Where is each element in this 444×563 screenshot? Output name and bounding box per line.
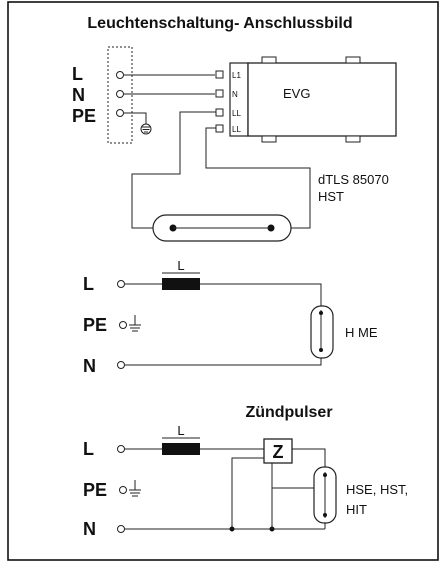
section-hme-wiring: L PE N L H ME [83,258,378,376]
terminal-label-L: L [72,64,83,84]
terminal-screw-pe [116,109,124,117]
lamp-hme [310,305,334,359]
terminal-screw-n [116,90,124,98]
lamp-label-line2: HST [318,189,344,204]
section-zuendpulser-wiring: Zündpulser L PE N L Z HSE, HST, [83,404,408,539]
terminal-block [107,46,133,144]
ground-icon [129,315,141,332]
ballast-coil [162,443,200,455]
lamp-label-line2: HIT [346,502,367,517]
evg-pin-ll-2: LL [232,125,241,134]
lamp-label: H ME [345,325,378,340]
igniter-label: Z [273,442,284,462]
diagram-title: Leuchtenschaltung- Anschlussbild [87,15,352,32]
terminal-label-L: L [83,439,94,459]
ground-icon [140,123,152,135]
terminal-label-N: N [83,356,96,376]
ballast-coil [162,278,200,290]
terminal-label-N: N [72,85,85,105]
terminal-label-N: N [83,519,96,539]
evg-pin-l1: L1 [232,71,241,80]
terminal-screw-l [116,71,124,79]
diagram-frame [7,1,439,561]
section-evg-wiring: L N PE EVG L1 N LL LL [72,46,397,242]
evg-label: EVG [283,86,310,101]
coil-label: L [177,258,184,273]
lamp-label-line1: dTLS 85070 [318,172,389,187]
lamp-label-line1: HSE, HST, [346,482,408,497]
ground-icon [129,480,141,497]
terminal-label-PE: PE [83,315,107,335]
igniter-z [263,438,293,464]
terminal-label-PE: PE [83,480,107,500]
evg-ballast [247,62,397,137]
terminal-label-L: L [83,274,94,294]
evg-pin-n: N [232,90,238,99]
terminal-label-PE: PE [72,106,96,126]
section-heading: Zündpulser [245,404,332,421]
coil-label: L [177,423,184,438]
evg-pin-ll-1: LL [232,109,241,118]
